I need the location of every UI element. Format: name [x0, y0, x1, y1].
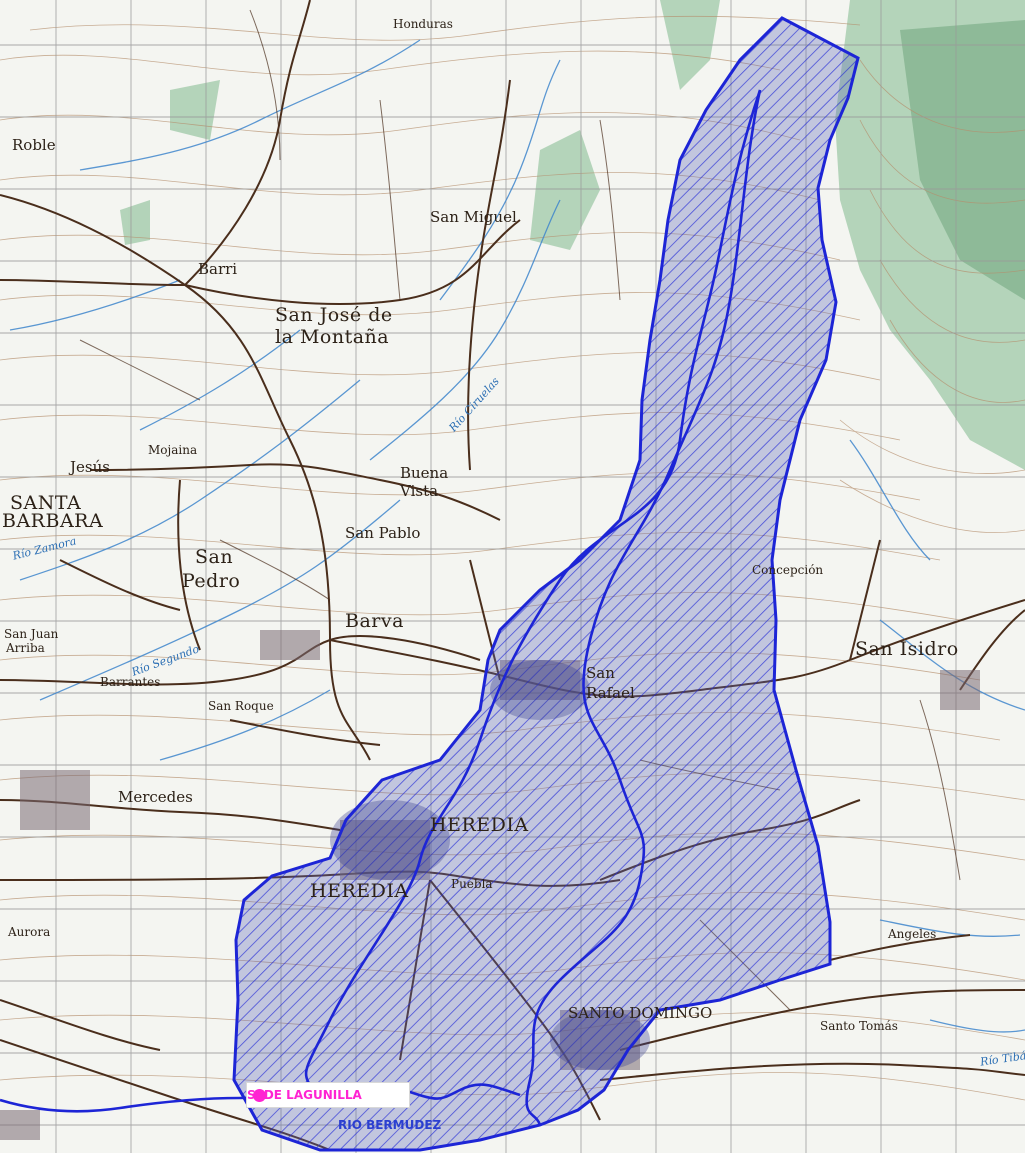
sede-lagunilla-label: SEDE LAGUNILLA: [247, 1088, 362, 1102]
place-heredia-upper: HEREDIA: [430, 814, 529, 836]
place-barrantes: Barrantes: [100, 675, 161, 689]
place-buena-vista-line1: Buena: [400, 464, 449, 482]
place-concepcion: Concepción: [752, 563, 824, 577]
place-santo-tomas: Santo Tomás: [820, 1019, 898, 1033]
rivers: [9, 39, 1025, 1033]
place-puebla: Puebla: [451, 877, 493, 891]
place-mercedes: Mercedes: [118, 788, 193, 806]
place-san-pedro-line1: San: [195, 546, 234, 568]
forest-areas-dense: [900, 20, 1025, 300]
place-honduras: Honduras: [393, 17, 453, 31]
place-mojaina: Mojaina: [148, 443, 198, 457]
place-san-jose-line1: San José de: [275, 304, 393, 326]
place-barri: Barri: [198, 260, 238, 278]
place-san-rafael-line1: San: [586, 664, 615, 682]
place-santo-domingo: SANTO DOMINGO: [568, 1004, 713, 1022]
place-buena-vista-line2: Vista: [400, 482, 439, 500]
place-heredia-lower: HEREDIA: [310, 880, 409, 902]
place-san-isidro: San Isidro: [855, 638, 959, 660]
rio-bermudez-label: RIO BERMUDEZ: [338, 1118, 442, 1132]
place-san-miguel: San Miguel: [430, 208, 517, 226]
sede-lagunilla-label-box: SEDE LAGUNILLA: [246, 1082, 410, 1108]
place-roble: Roble: [12, 136, 56, 154]
place-san-rafael-line2: Rafael: [586, 684, 635, 702]
place-san-jose-line2: la Montaña: [275, 326, 390, 348]
place-san-juan-line2: Arriba: [6, 641, 45, 655]
place-san-roque: San Roque: [208, 699, 274, 713]
place-aurora: Aurora: [8, 925, 51, 939]
place-santa-line1: SANTA: [10, 492, 82, 514]
sub-basin-lines: [304, 89, 762, 1126]
place-angeles: Angeles: [888, 927, 937, 941]
place-san-pablo: San Pablo: [345, 524, 421, 542]
sede-location-marker: [253, 1088, 266, 1102]
place-santa-line2: BARBARA: [2, 510, 104, 532]
place-barva: Barva: [345, 610, 404, 632]
watershed-area: [232, 16, 860, 1152]
watershed-hatching: [234, 18, 858, 1150]
watershed-outline: [232, 16, 860, 1152]
place-jesus: Jesús: [70, 458, 110, 476]
place-san-juan-line1: San Juan: [4, 627, 59, 641]
place-san-pedro-line2: Pedro: [182, 570, 241, 592]
